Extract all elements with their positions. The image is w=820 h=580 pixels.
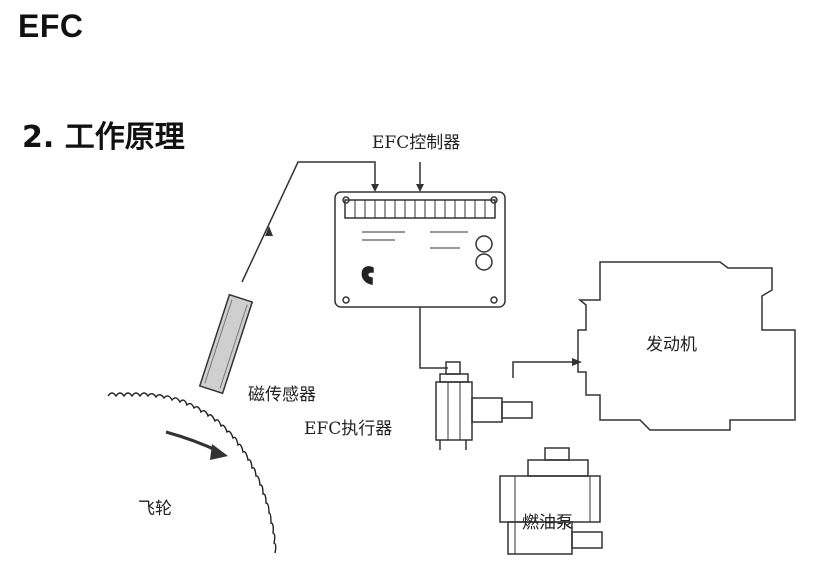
fuel-pump-box [499, 447, 603, 555]
sensor-signal-wire [241, 161, 376, 283]
engine-outline [577, 261, 796, 431]
magnetic-sensor-label: 磁传感器 [248, 385, 316, 405]
engine-label: 发动机 [646, 335, 697, 355]
magnetic-sensor [198, 293, 254, 395]
actuator-engine-link [512, 361, 578, 378]
page-title: EFC [18, 8, 84, 44]
cummins-logo-icon [361, 266, 374, 285]
actuator-control-wire [419, 307, 448, 369]
arrow-head [416, 184, 424, 192]
flywheel-teeth [107, 392, 277, 554]
arrow-head [210, 444, 228, 460]
arrow-head [265, 226, 273, 236]
arrow-head [371, 184, 379, 192]
arrow-head [572, 358, 582, 366]
section-heading: 2. 工作原理 [22, 120, 185, 155]
efc-controller-label: EFC控制器 [372, 133, 461, 153]
efc-controller-box [334, 191, 506, 308]
fuel-pump-label: 燃油泵 [522, 513, 573, 533]
flywheel-label: 飞轮 [138, 499, 172, 519]
efc-actuator [435, 361, 533, 450]
efc-actuator-label: EFC执行器 [304, 419, 393, 439]
